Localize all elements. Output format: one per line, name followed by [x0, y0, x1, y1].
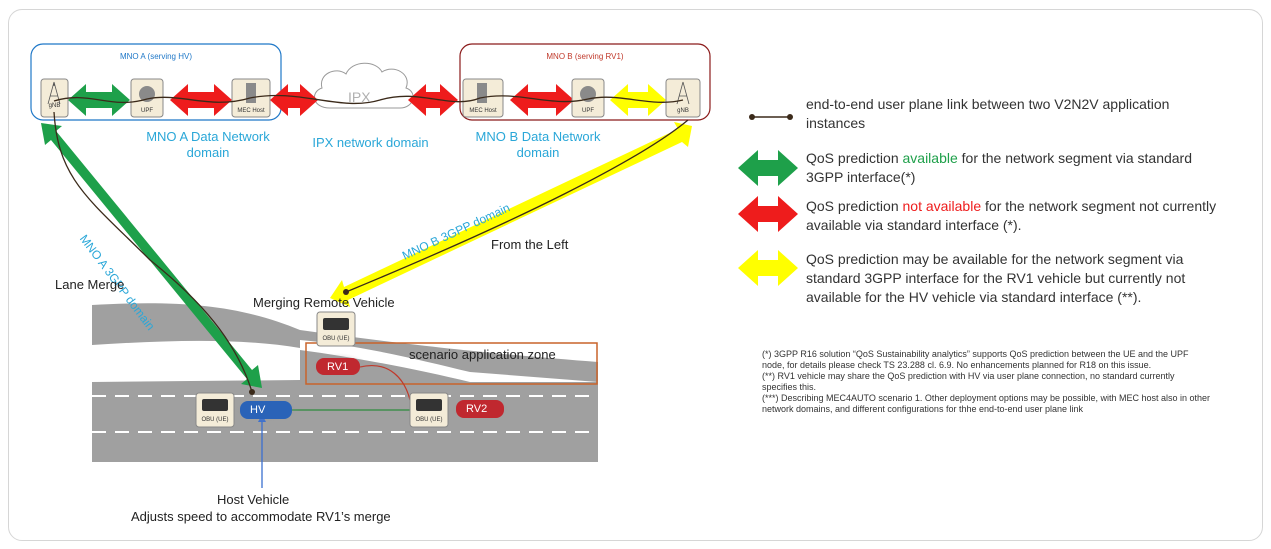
merging-remote-vehicle-label: Merging Remote Vehicle	[253, 295, 395, 310]
obu-rv2-icon	[409, 392, 449, 428]
obu-hv-label: OBU (UE)	[201, 417, 229, 423]
host-vehicle-desc: Adjusts speed to accommodate RV1’s merge	[131, 509, 391, 524]
green-arrow-mno-a-3gpp	[41, 123, 262, 388]
link-endpoint	[343, 289, 349, 295]
upf-b-icon	[571, 78, 605, 118]
scenario-zone-box	[305, 342, 598, 385]
legend-green-pre: QoS prediction	[806, 150, 903, 166]
obu-rv1-label: OBU (UE)	[322, 336, 350, 342]
ipx-domain: IPX network domain	[312, 135, 429, 150]
legend-link-symbol	[749, 114, 793, 120]
rv2-car-icon	[448, 396, 512, 422]
obu-rv2-label: OBU (UE)	[415, 417, 443, 423]
rv1-label: RV1	[327, 361, 349, 373]
legend-red-arrow	[738, 196, 798, 232]
scenario-zone-label: scenario application zone	[409, 347, 556, 362]
ipx-cloud-icon	[314, 62, 414, 109]
legend-red-pre: QoS prediction	[806, 198, 903, 214]
ipx-label: IPX	[348, 89, 371, 105]
footnotes: (*) 3GPP R16 solution “QoS Sustainabilit…	[762, 349, 1212, 415]
obu-hv-icon	[195, 392, 235, 428]
mno-b-title: MNO B (serving RV1)	[546, 52, 624, 61]
legend-green-highlight: available	[902, 150, 958, 166]
mno-b-box	[459, 43, 711, 121]
from-left-label: From the Left	[491, 237, 569, 252]
mno-a-box	[30, 43, 282, 121]
obu-rv1-icon	[316, 311, 356, 347]
user-plane-link-rv1	[345, 119, 689, 293]
gnb-b-label: gNB	[677, 108, 689, 114]
legend-green-text: QoS prediction available for the network…	[806, 149, 1226, 187]
upf-b-label: UPF	[582, 108, 594, 114]
legend-green-post: for the network segment via standard 3GP…	[806, 150, 1192, 185]
legend-yellow-text: QoS prediction may be available for the …	[806, 251, 1186, 305]
link-endpoint	[249, 389, 255, 395]
user-plane-link-hv	[53, 111, 253, 393]
legend-red-post: for the network segment not currently av…	[806, 198, 1217, 233]
footnote-1: (*) 3GPP R16 solution “QoS Sustainabilit…	[762, 349, 1189, 370]
mec-host-b-label: MEC Host	[469, 108, 497, 114]
mno-a-title: MNO A (serving HV)	[119, 52, 192, 61]
legend-red-highlight: not available	[902, 198, 982, 214]
gnb-a-label: gNB	[48, 103, 61, 109]
legend-red-text: QoS prediction not available for the net…	[806, 197, 1226, 235]
diagram-frame	[8, 9, 1263, 541]
mno-b-data-domain: MNO B Data Network domain	[475, 129, 601, 160]
rv1-car-icon	[308, 353, 368, 379]
mec-host-a-label: MEC Host	[237, 108, 265, 114]
rv2-label: RV2	[466, 403, 488, 415]
legend-green-arrow	[738, 150, 798, 186]
legend-link-text: end-to-end user plane link between two V…	[806, 96, 1170, 131]
hv-car-icon	[232, 397, 300, 423]
footnote-3: (***) Describing MEC4AUTO scenario 1. Ot…	[762, 393, 1211, 414]
legend-yellow-arrow	[738, 250, 798, 286]
gnb-b-icon	[665, 78, 701, 118]
host-vehicle-label: Host Vehicle	[217, 492, 290, 507]
hv-label: HV	[250, 404, 266, 416]
footnote-2: (**) RV1 vehicle may share the QoS predi…	[762, 371, 1175, 392]
upf-a-label: UPF	[141, 108, 153, 114]
lane-merge-label: Lane Merge	[55, 277, 125, 292]
user-plane-link-top	[53, 94, 684, 104]
mno-a-data-domain: MNO A Data Network domain	[146, 129, 270, 160]
